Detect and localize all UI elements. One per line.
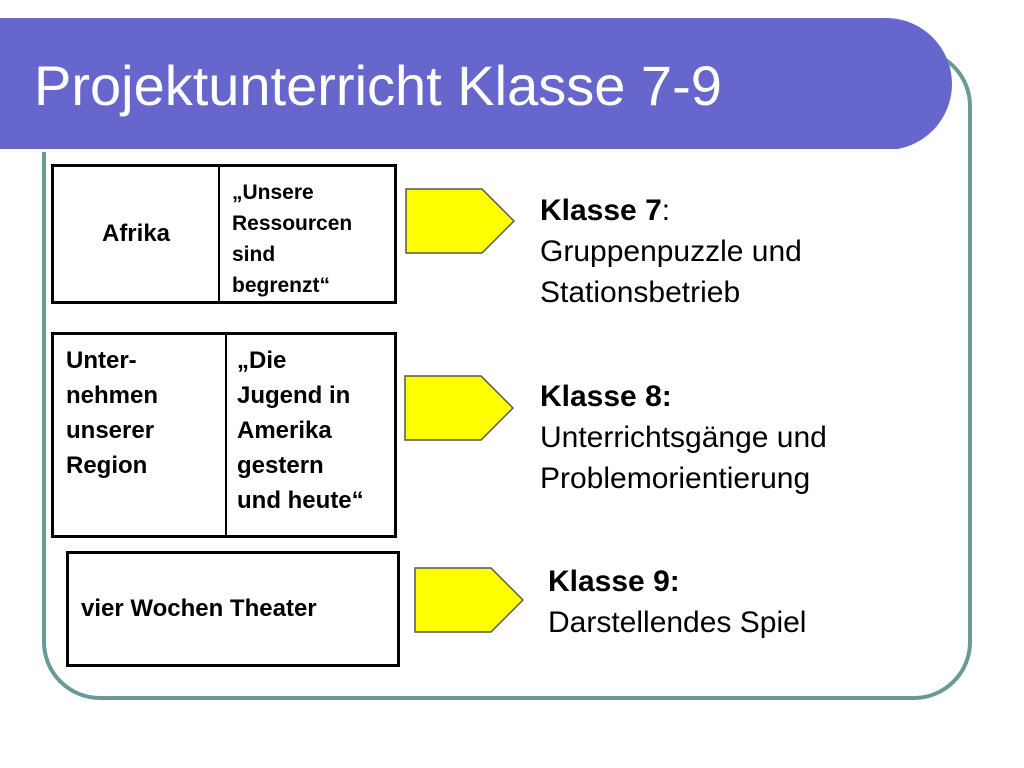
project-topic-line: Unter- [66, 347, 137, 374]
project-motto-cell: „Die Jugend in Amerika gestern und heute… [227, 335, 394, 535]
arrow-icon [405, 188, 515, 254]
project-motto-line: sind [232, 243, 276, 266]
grade-heading: Klasse 7 [540, 194, 662, 227]
arrow-icon [414, 567, 524, 633]
grade-heading: Klasse 9: [548, 565, 680, 598]
grade-description-8: Klasse 8: Unterrichtsgänge und Problemor… [540, 376, 827, 499]
project-motto-line: begrenzt“ [232, 274, 331, 297]
project-motto-line: Ressourcen [232, 212, 353, 235]
grade-heading-suffix: : [661, 194, 671, 227]
arrow-icon [404, 375, 514, 441]
project-topic: vier Wochen Theater [81, 595, 317, 622]
grade-method-line: Problemorientierung [540, 462, 811, 495]
project-motto-line: gestern [237, 452, 324, 479]
project-topic-line: Region [66, 452, 148, 479]
project-topic-line: nehmen [66, 382, 159, 409]
project-topic: Afrika [101, 220, 171, 247]
project-box-theater: vier Wochen Theater [66, 551, 400, 667]
slide-title: Projektunterricht Klasse 7-9 [34, 54, 722, 117]
grade-method-line: Stationsbetrieb [540, 276, 741, 309]
grade-description-7: Klasse 7: Gruppenpuzzle und Stationsbetr… [540, 190, 802, 313]
grade-method-line: Darstellendes Spiel [548, 606, 807, 639]
project-box-unternehmen: Unter- nehmen unserer Region „Die Jugend… [51, 332, 397, 538]
project-motto-line: Jugend in [237, 382, 351, 409]
project-motto-line: „Die [237, 347, 287, 374]
project-topic-line: unserer [66, 417, 155, 444]
grade-method-line: Gruppenpuzzle und [540, 235, 802, 268]
project-topic-cell: Unter- nehmen unserer Region [54, 335, 227, 535]
title-bar: Projektunterricht Klasse 7-9 [0, 18, 952, 152]
project-motto-line: „Unsere [232, 181, 314, 204]
project-topic-cell: Afrika [54, 167, 220, 301]
grade-method-line: Unterrichtsgänge und [540, 421, 827, 454]
project-box-afrika: Afrika „Unsere Ressourcen sind begrenzt“ [51, 164, 397, 304]
project-motto-line: Amerika [237, 417, 332, 444]
grade-description-9: Klasse 9: Darstellendes Spiel [548, 561, 806, 643]
project-motto-cell: „Unsere Ressourcen sind begrenzt“ [220, 167, 394, 301]
title-underline [0, 149, 905, 152]
project-motto-line: und heute“ [237, 487, 364, 514]
grade-heading: Klasse 8: [540, 380, 672, 413]
